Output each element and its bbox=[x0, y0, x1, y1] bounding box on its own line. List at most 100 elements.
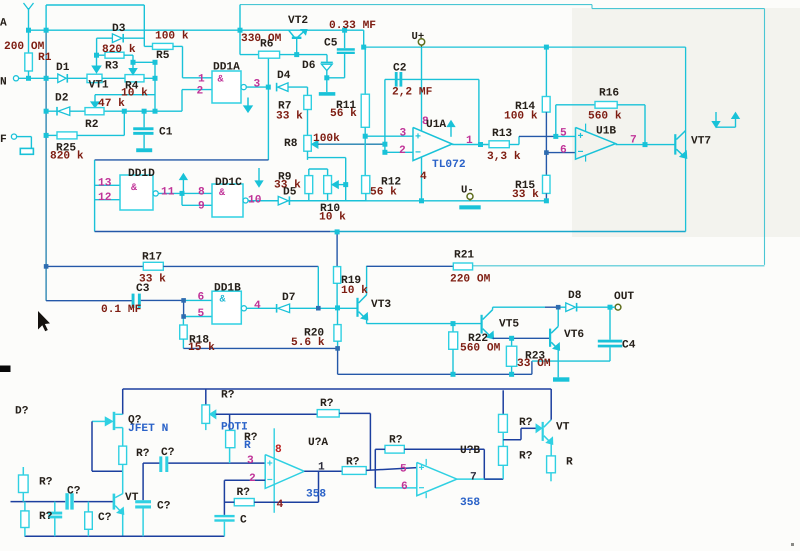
svg-text:R: R bbox=[244, 440, 251, 452]
svg-text:D6: D6 bbox=[302, 60, 316, 72]
svg-text:C?: C? bbox=[161, 447, 175, 459]
svg-text:358: 358 bbox=[460, 497, 480, 509]
svg-text:R?: R? bbox=[320, 398, 334, 410]
svg-text:VT1: VT1 bbox=[89, 80, 109, 92]
svg-text:U1A: U1A bbox=[426, 119, 446, 131]
svg-text:3: 3 bbox=[400, 128, 407, 140]
svg-text:N: N bbox=[0, 77, 7, 89]
svg-text:&: & bbox=[131, 183, 138, 194]
svg-text:2: 2 bbox=[249, 473, 256, 485]
svg-text:4: 4 bbox=[254, 300, 261, 312]
svg-text:1: 1 bbox=[318, 462, 325, 474]
svg-text:DD1A: DD1A bbox=[213, 62, 240, 74]
svg-text:1: 1 bbox=[198, 74, 205, 86]
svg-text:DD1C: DD1C bbox=[215, 177, 242, 189]
svg-text:6: 6 bbox=[198, 292, 205, 304]
svg-text:TL072: TL072 bbox=[432, 159, 466, 171]
svg-text:56 k: 56 k bbox=[370, 186, 397, 199]
svg-text:Q?: Q? bbox=[128, 415, 142, 427]
svg-text:33 k: 33 k bbox=[274, 179, 301, 192]
svg-text:10 k: 10 k bbox=[319, 211, 346, 224]
svg-text:4: 4 bbox=[420, 171, 427, 183]
svg-text:9: 9 bbox=[198, 201, 205, 213]
svg-text:0.1 MF: 0.1 MF bbox=[101, 304, 142, 316]
svg-text:100 k: 100 k bbox=[155, 30, 189, 43]
svg-text:6: 6 bbox=[401, 481, 408, 493]
svg-text:0.33 MF: 0.33 MF bbox=[329, 20, 376, 32]
svg-text:C3: C3 bbox=[136, 283, 150, 295]
svg-text:100k: 100k bbox=[313, 132, 340, 145]
svg-text:VT7: VT7 bbox=[691, 136, 711, 148]
svg-text:7: 7 bbox=[470, 472, 477, 484]
svg-text:R21: R21 bbox=[454, 250, 474, 262]
svg-text:C?: C? bbox=[98, 512, 112, 524]
svg-text:1: 1 bbox=[466, 135, 473, 147]
svg-text:R10: R10 bbox=[320, 203, 340, 215]
svg-text:R?: R? bbox=[346, 457, 360, 469]
svg-text:JFET N: JFET N bbox=[128, 423, 168, 435]
svg-text:5: 5 bbox=[198, 308, 205, 320]
svg-text:8: 8 bbox=[275, 444, 282, 456]
svg-text:47 k: 47 k bbox=[98, 97, 125, 110]
svg-text:11: 11 bbox=[161, 187, 175, 199]
svg-text:R?: R? bbox=[244, 432, 258, 444]
svg-text:U?A: U?A bbox=[308, 437, 328, 449]
svg-text:7: 7 bbox=[630, 135, 637, 147]
svg-text:R1: R1 bbox=[38, 52, 52, 64]
svg-text:D?: D? bbox=[15, 406, 29, 418]
svg-text:56 k: 56 k bbox=[330, 107, 357, 120]
svg-text:820 k: 820 k bbox=[50, 150, 84, 163]
svg-text:D5: D5 bbox=[283, 187, 297, 199]
svg-text:358: 358 bbox=[306, 489, 326, 501]
svg-text:13: 13 bbox=[98, 178, 112, 190]
svg-text:R9: R9 bbox=[278, 172, 292, 184]
svg-text:10 k: 10 k bbox=[341, 284, 368, 297]
svg-text:820 k: 820 k bbox=[102, 43, 136, 56]
svg-text:R15: R15 bbox=[515, 180, 535, 192]
svg-text:U+: U+ bbox=[412, 31, 425, 43]
svg-text:5: 5 bbox=[560, 128, 567, 140]
svg-text:R17: R17 bbox=[142, 252, 162, 264]
svg-text:VT: VT bbox=[556, 422, 570, 434]
svg-text:D7: D7 bbox=[282, 292, 295, 304]
svg-text:R23: R23 bbox=[525, 351, 545, 363]
svg-text:&: & bbox=[218, 75, 225, 86]
svg-text:R19: R19 bbox=[341, 275, 361, 287]
svg-text:DD1D: DD1D bbox=[128, 168, 155, 180]
svg-text:33 k: 33 k bbox=[512, 188, 539, 201]
svg-text:R?: R? bbox=[519, 417, 533, 429]
svg-text:R?: R? bbox=[39, 477, 53, 489]
svg-text:2: 2 bbox=[399, 145, 406, 157]
svg-text:OUT: OUT bbox=[614, 291, 634, 303]
svg-text:U?B: U?B bbox=[460, 445, 480, 457]
svg-text:R20: R20 bbox=[304, 328, 324, 340]
svg-text:8: 8 bbox=[422, 116, 429, 128]
svg-text:VT2: VT2 bbox=[288, 15, 308, 27]
svg-text:8: 8 bbox=[198, 187, 205, 199]
svg-text:DD1B: DD1B bbox=[214, 283, 241, 295]
svg-text:R18: R18 bbox=[189, 335, 209, 347]
svg-text:R?: R? bbox=[519, 451, 533, 463]
svg-text:3: 3 bbox=[254, 79, 261, 91]
svg-text:C?: C? bbox=[157, 501, 171, 513]
svg-text:2: 2 bbox=[197, 86, 204, 98]
svg-text:10: 10 bbox=[248, 195, 262, 207]
svg-text:C?: C? bbox=[67, 486, 81, 498]
svg-text:D8: D8 bbox=[568, 290, 582, 302]
svg-text:2,2 MF: 2,2 MF bbox=[392, 87, 433, 99]
svg-text:R25: R25 bbox=[56, 143, 76, 155]
svg-text:R?: R? bbox=[389, 435, 403, 447]
svg-text:VT5: VT5 bbox=[499, 319, 519, 331]
svg-text:D1: D1 bbox=[56, 62, 70, 74]
svg-text:10 k: 10 k bbox=[121, 87, 148, 100]
svg-text:VT3: VT3 bbox=[371, 299, 391, 311]
svg-text:C: C bbox=[240, 515, 247, 527]
svg-text:VT: VT bbox=[125, 492, 139, 504]
svg-text:C4: C4 bbox=[622, 340, 636, 352]
svg-text:D4: D4 bbox=[277, 70, 291, 82]
svg-text:12: 12 bbox=[98, 192, 112, 204]
svg-text:4: 4 bbox=[277, 499, 284, 511]
svg-text:R8: R8 bbox=[284, 138, 298, 150]
svg-text:220 OM: 220 OM bbox=[450, 274, 491, 286]
svg-text:POTI: POTI bbox=[221, 422, 248, 434]
